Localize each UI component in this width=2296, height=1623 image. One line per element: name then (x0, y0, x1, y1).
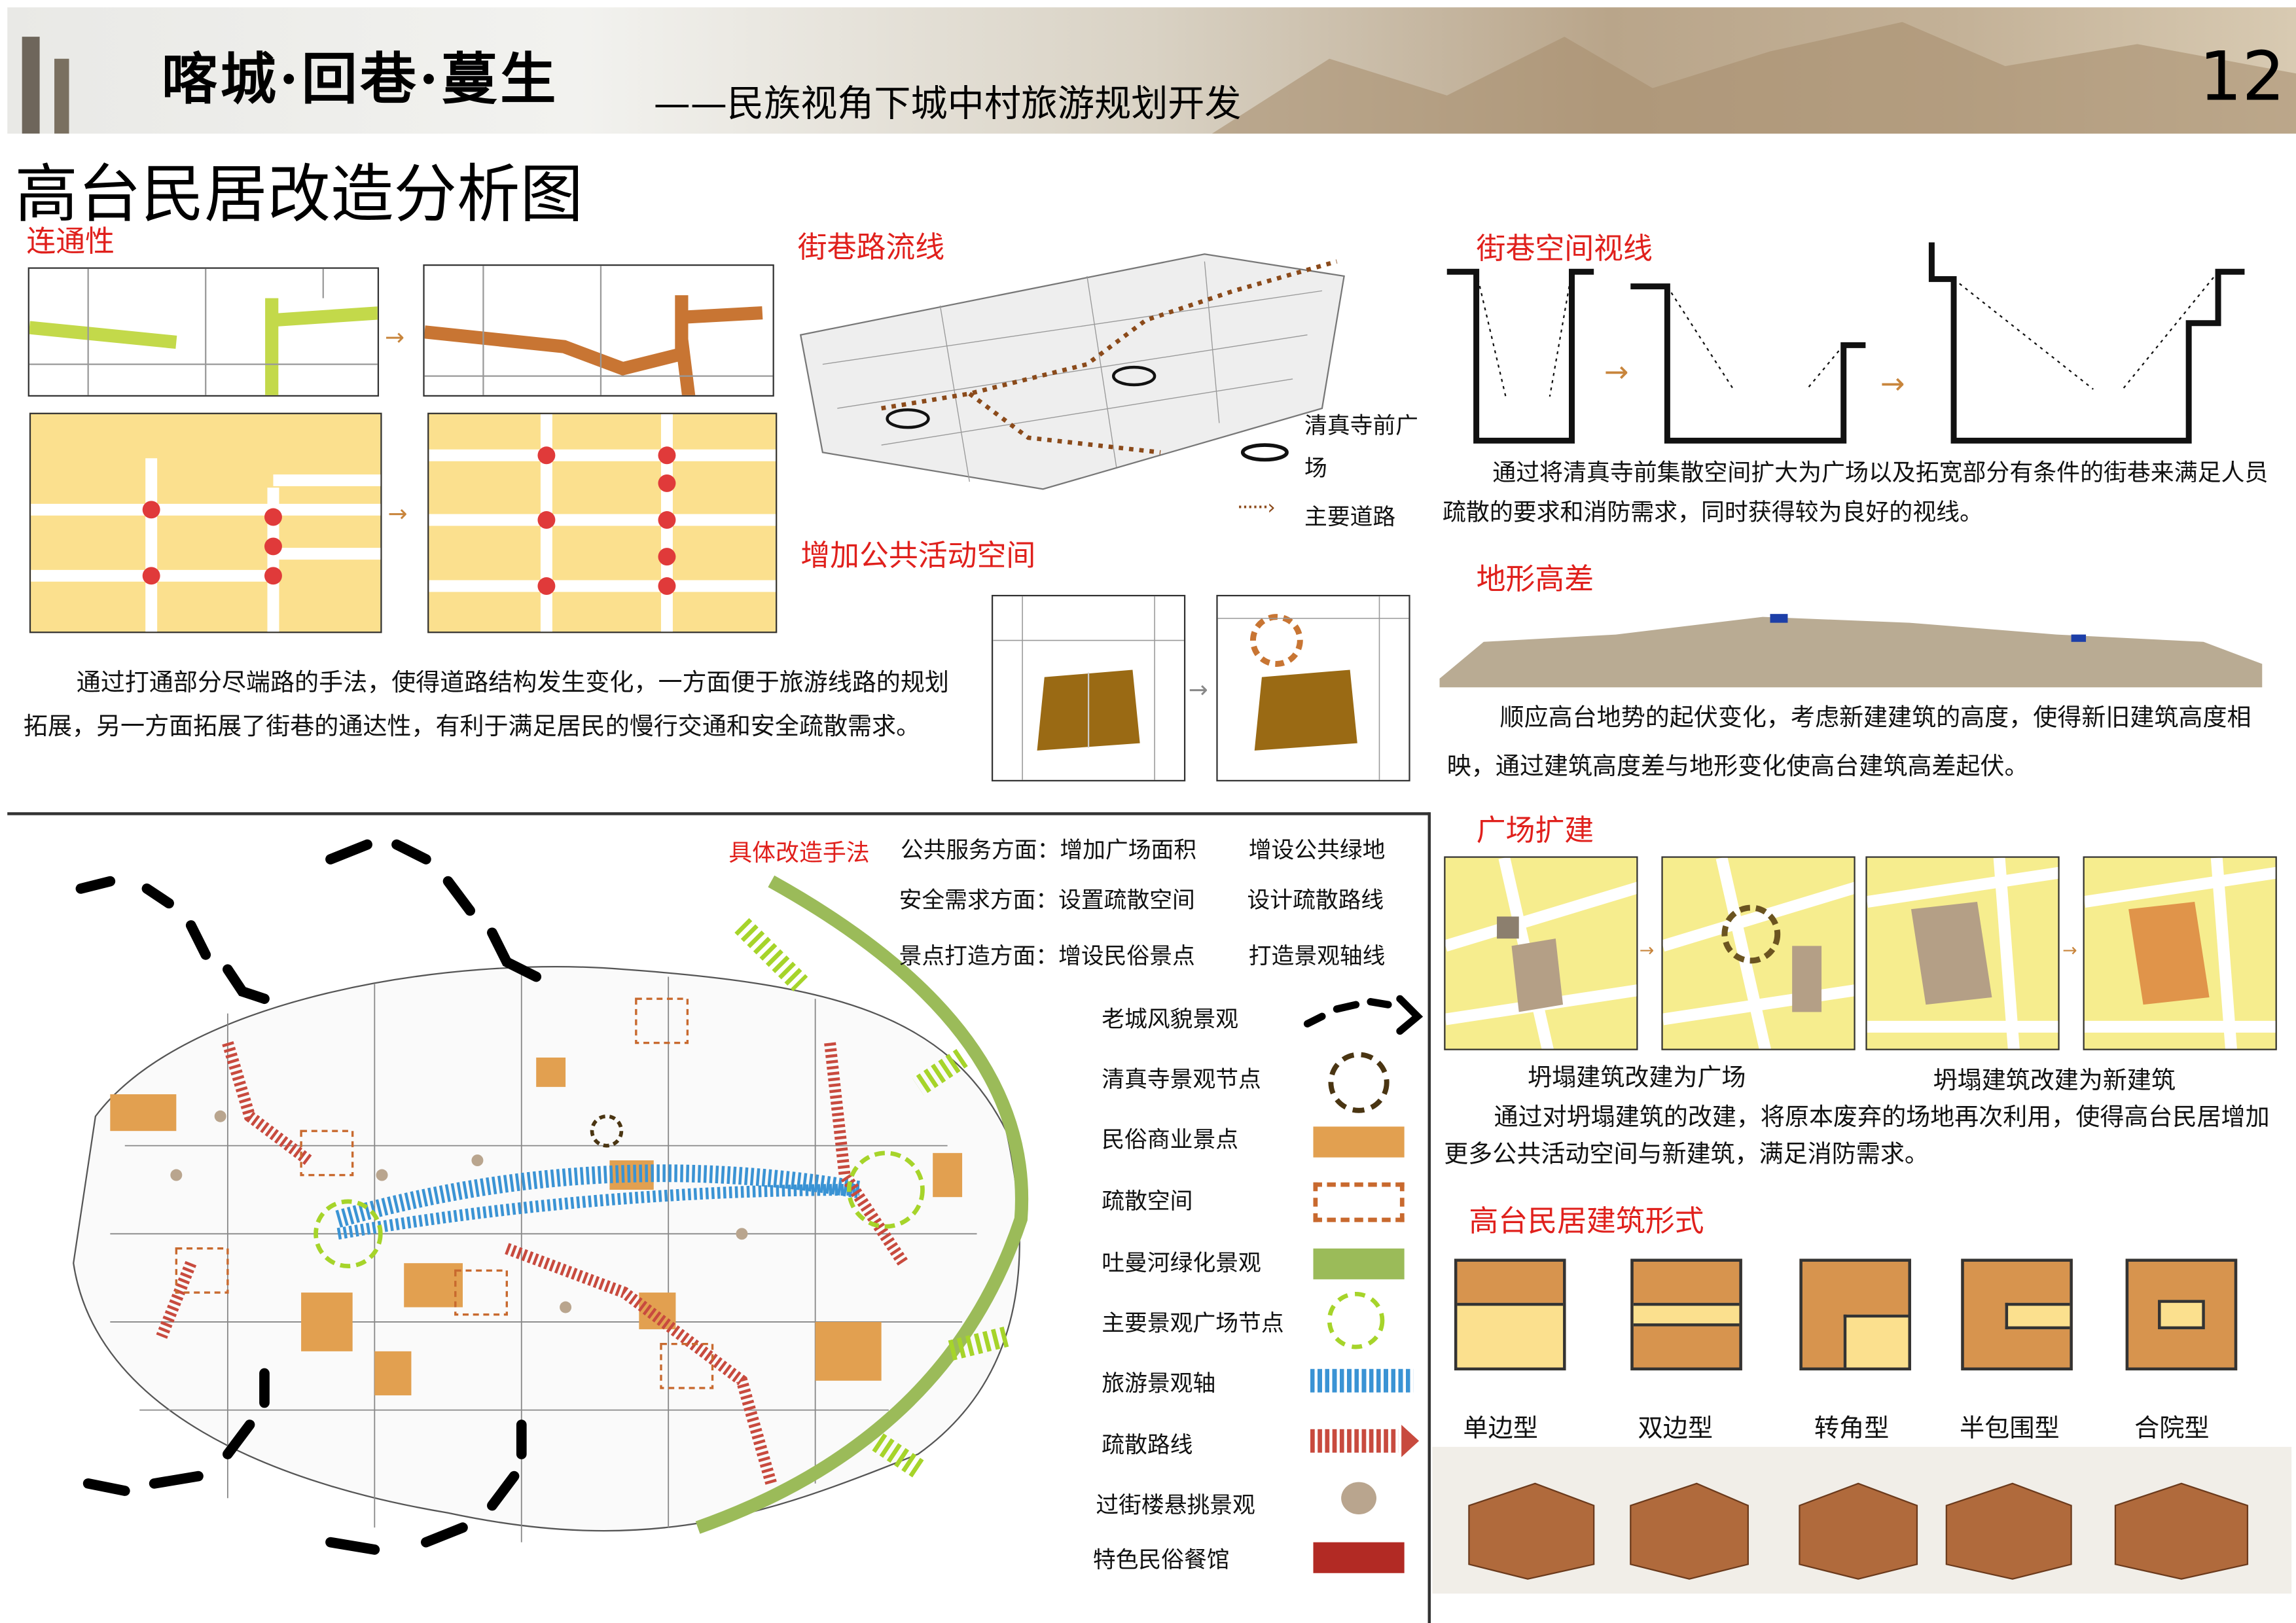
plaza-description: 通过对坍塌建筑的改建，将原本废弃的场地再次利用，使得高台民居增加更多公共活动空间… (1444, 1103, 2270, 1168)
plaza-panel-2 (1661, 856, 1856, 1050)
arrow-icon: → (2062, 940, 2077, 961)
legend-folk-commerce: 民俗商业景点 (1102, 1126, 1239, 1153)
legend-folk-restaurant: 特色民俗餐馆 (1092, 1546, 1230, 1573)
form-double-side (1630, 1258, 1742, 1371)
form-label-double: 双边型 (1638, 1414, 1713, 1444)
dashed-circle-brown-icon (1328, 1052, 1390, 1113)
form-courtyard (2125, 1258, 2238, 1371)
form-label-courtyard: 合院型 (2134, 1414, 2210, 1444)
oval-icon (1240, 443, 1289, 462)
plaza-caption-right: 坍塌建筑改建为新建筑 (1933, 1066, 2176, 1095)
divider (7, 812, 1429, 815)
form-corner (1799, 1258, 1911, 1371)
method-safety-2: 设计疏散路线 (1247, 887, 1384, 914)
form-label-single: 单边型 (1463, 1414, 1538, 1444)
arrow-icon: → (385, 323, 405, 351)
arrow-icon: → (387, 499, 408, 527)
public-space-heading: 增加公共活动空间 (800, 537, 1036, 573)
legend-evacuation-route: 疏散路线 (1102, 1432, 1193, 1459)
svg-text:→: → (1604, 355, 1629, 389)
street-flow-aerial-view (799, 253, 1345, 490)
orange-block-icon (1313, 1126, 1405, 1158)
methods-heading: 具体改造手法 (728, 838, 870, 867)
tan-dot-icon (1341, 1482, 1377, 1514)
method-attractions: 景点打造方面：增设民俗景点 (899, 942, 1195, 970)
divider (1427, 812, 1430, 1623)
legend-main-plaza-node: 主要景观广场节点 (1102, 1310, 1284, 1337)
form-label-half: 半包围型 (1960, 1414, 2060, 1444)
legend-mosque-node: 清真寺景观节点 (1102, 1066, 1261, 1093)
building-form-renders (1432, 1446, 2292, 1594)
plaza-panel-4 (2083, 856, 2277, 1050)
terrain-heading: 地形高差 (1476, 561, 1594, 597)
arrow-icon: → (1188, 675, 1208, 704)
connectivity-description: 通过打通部分尽端路的手法，使得道路结构发生变化，一方面便于旅游线路的规划拓展，另… (23, 668, 949, 741)
legend-mosque-square: 清真寺前广场 (1304, 412, 1419, 482)
public-space-after (1216, 594, 1410, 782)
method-public-service-2: 增设公共绿地 (1248, 837, 1386, 864)
plaza-caption-left: 坍塌建筑改建为广场 (1528, 1063, 1746, 1092)
street-section-diagrams: →→ (1446, 242, 2245, 444)
legend-overhang: 过街楼悬挑景观 (1096, 1492, 1255, 1519)
sightline-heading: 街巷空间视线 (1476, 230, 1653, 266)
road-network-after (427, 412, 778, 633)
method-attractions-2: 打造景观轴线 (1248, 942, 1386, 970)
header-banner: 喀城·回巷·蔓生 ——民族视角下城中村旅游规划开发 12 (7, 7, 2296, 134)
connectivity-after-map (423, 264, 774, 397)
old-town-arrow-icon (1303, 995, 1424, 1035)
form-single-side (1454, 1258, 1566, 1371)
page-title: 高台民居改造分析图 (14, 158, 584, 232)
arrow-icon: → (1639, 940, 1655, 961)
red-stripe-arrow-icon (1310, 1425, 1420, 1457)
sightline-description: 通过将清真寺前集散空间扩大为广场以及拓宽部分有条件的街巷来满足人员疏散的要求和消… (1443, 458, 2269, 526)
legend-evacuation-space: 疏散空间 (1102, 1188, 1193, 1215)
plaza-panel-3 (1865, 856, 2060, 1050)
dotted-arrow-icon: ······› (1236, 496, 1276, 520)
plaza-panel-1 (1444, 856, 1638, 1050)
connectivity-heading: 连通性 (26, 223, 115, 259)
road-network-before (29, 412, 382, 633)
landscape-illustration (22, 22, 2296, 134)
form-half-enclosed (1961, 1258, 2073, 1371)
terrain-section-image (1439, 614, 2263, 688)
connectivity-before-map (27, 267, 380, 397)
site-plan-map (73, 839, 1029, 1555)
legend-tourism-axis: 旅游景观轴 (1102, 1370, 1216, 1397)
forms-heading: 高台民居建筑形式 (1469, 1203, 1704, 1239)
public-space-before (991, 594, 1186, 782)
terrain-description: 顺应高台地势的起伏变化，考虑新建建筑的高度，使得新旧建筑高度相映，通过建筑高度差… (1446, 704, 2251, 780)
legend-old-town: 老城风貌景观 (1102, 1006, 1239, 1033)
header-subtitle: ——民族视角下城中村旅游规划开发 (653, 82, 1242, 125)
form-label-corner: 转角型 (1814, 1414, 1890, 1444)
legend-main-road: 主要道路 (1304, 503, 1396, 531)
dashed-circle-green-icon (1327, 1291, 1385, 1349)
page-number: 12 (2198, 37, 2286, 116)
method-safety: 安全需求方面：设置疏散空间 (899, 887, 1195, 914)
dashed-rect-orange-icon (1313, 1182, 1405, 1222)
green-block-icon (1313, 1248, 1405, 1279)
method-public-service: 公共服务方面：增加广场面积 (900, 837, 1197, 864)
header-title: 喀城·回巷·蔓生 (161, 45, 559, 112)
plaza-heading: 广场扩建 (1476, 812, 1594, 848)
legend-river-greenery: 吐曼河绿化景观 (1102, 1249, 1261, 1277)
svg-text:→: → (1880, 366, 1905, 401)
blue-stripes-icon (1310, 1368, 1414, 1393)
street-flow-heading: 街巷路流线 (797, 229, 945, 264)
red-block-icon (1313, 1542, 1405, 1573)
